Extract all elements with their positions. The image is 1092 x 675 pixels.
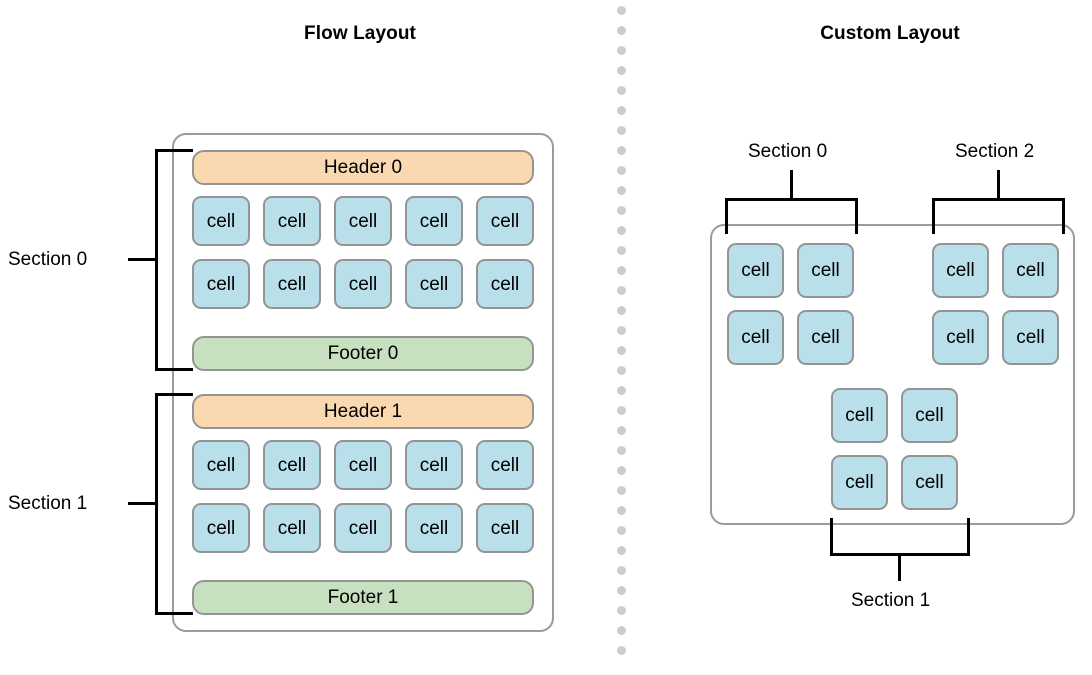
- divider-dot: [617, 306, 626, 315]
- custom-section-1-cell-0-0[interactable]: cell: [831, 388, 888, 443]
- divider-dot: [617, 146, 626, 155]
- divider-dot: [617, 86, 626, 95]
- custom-section-0-cell-1-1[interactable]: cell: [797, 310, 854, 365]
- flow-section-0-cell-0-0[interactable]: cell: [192, 196, 250, 246]
- divider-dot: [617, 646, 626, 655]
- custom-section-0-bracket-top: [725, 198, 858, 201]
- flow-section-0-bracket-top: [155, 149, 193, 152]
- custom-section-0-cell-1-0[interactable]: cell: [727, 310, 784, 365]
- divider-dot: [617, 66, 626, 75]
- divider-dot: [617, 46, 626, 55]
- custom-section-1-cell-0-1[interactable]: cell: [901, 388, 958, 443]
- custom-section-2-cell-0-0[interactable]: cell: [932, 243, 989, 298]
- flow-section-0-header: Header 0: [192, 150, 534, 185]
- divider-dot: [617, 406, 626, 415]
- custom-section-2-cell-0-1[interactable]: cell: [1002, 243, 1059, 298]
- flow-section-0-cell-1-3[interactable]: cell: [405, 259, 463, 309]
- panel-divider-dotted-line: [617, 6, 626, 666]
- divider-dot: [617, 446, 626, 455]
- flow-section-0-cell-0-2[interactable]: cell: [334, 196, 392, 246]
- flow-layout-title: Flow Layout: [304, 23, 416, 44]
- flow-section-1-bracket-bottom: [155, 612, 193, 615]
- flow-section-0-cell-1-0[interactable]: cell: [192, 259, 250, 309]
- custom-section-1-label: Section 1: [851, 590, 931, 611]
- flow-section-0-label: Section 0: [8, 249, 88, 270]
- divider-dot: [617, 606, 626, 615]
- divider-dot: [617, 26, 626, 35]
- custom-layout-title: Custom Layout: [820, 23, 960, 44]
- custom-section-2-bracket-stem: [997, 170, 1000, 199]
- custom-section-2-cell-1-1[interactable]: cell: [1002, 310, 1059, 365]
- flow-section-1-bracket-stem: [128, 502, 158, 505]
- flow-section-0-cell-1-4[interactable]: cell: [476, 259, 534, 309]
- divider-dot: [617, 366, 626, 375]
- divider-dot: [617, 286, 626, 295]
- flow-section-0-bracket-stem: [128, 258, 158, 261]
- divider-dot: [617, 506, 626, 515]
- flow-section-1-footer: Footer 1: [192, 580, 534, 615]
- divider-dot: [617, 526, 626, 535]
- divider-dot: [617, 166, 626, 175]
- custom-section-1-cell-1-1[interactable]: cell: [901, 455, 958, 510]
- flow-section-0-footer: Footer 0: [192, 336, 534, 371]
- flow-section-1-cell-0-0[interactable]: cell: [192, 440, 250, 490]
- divider-dot: [617, 266, 626, 275]
- divider-dot: [617, 386, 626, 395]
- divider-dot: [617, 566, 626, 575]
- divider-dot: [617, 586, 626, 595]
- custom-section-0-bracket-left-leg: [725, 198, 728, 234]
- flow-section-0-cell-0-3[interactable]: cell: [405, 196, 463, 246]
- divider-dot: [617, 6, 626, 15]
- flow-section-0-cell-0-4[interactable]: cell: [476, 196, 534, 246]
- flow-section-1-cell-1-3[interactable]: cell: [405, 503, 463, 553]
- divider-dot: [617, 346, 626, 355]
- custom-section-0-bracket-stem: [790, 170, 793, 199]
- flow-section-1-label: Section 1: [8, 493, 88, 514]
- custom-section-0-cell-0-1[interactable]: cell: [797, 243, 854, 298]
- divider-dot: [617, 326, 626, 335]
- divider-dot: [617, 546, 626, 555]
- custom-section-2-bracket-right-leg: [1062, 198, 1065, 234]
- divider-dot: [617, 126, 626, 135]
- flow-section-1-cell-0-1[interactable]: cell: [263, 440, 321, 490]
- flow-section-1-cell-0-3[interactable]: cell: [405, 440, 463, 490]
- divider-dot: [617, 486, 626, 495]
- flow-section-1-cell-1-0[interactable]: cell: [192, 503, 250, 553]
- flow-section-1-cell-0-4[interactable]: cell: [476, 440, 534, 490]
- custom-section-2-label: Section 2: [955, 141, 1035, 162]
- custom-section-2-cell-1-0[interactable]: cell: [932, 310, 989, 365]
- divider-dot: [617, 186, 626, 195]
- divider-dot: [617, 206, 626, 215]
- flow-section-0-bracket-bottom: [155, 368, 193, 371]
- flow-section-1-cell-0-2[interactable]: cell: [334, 440, 392, 490]
- flow-section-1-cell-1-4[interactable]: cell: [476, 503, 534, 553]
- custom-section-1-bracket-right-leg: [967, 518, 970, 556]
- divider-dot: [617, 106, 626, 115]
- custom-section-1-bracket-stem: [898, 553, 901, 581]
- flow-section-0-cell-1-2[interactable]: cell: [334, 259, 392, 309]
- flow-section-1-bracket-top: [155, 393, 193, 396]
- divider-dot: [617, 626, 626, 635]
- flow-section-1-header: Header 1: [192, 394, 534, 429]
- custom-section-1-bracket-left-leg: [830, 518, 833, 556]
- flow-section-0-cell-0-1[interactable]: cell: [263, 196, 321, 246]
- divider-dot: [617, 246, 626, 255]
- custom-section-0-cell-0-0[interactable]: cell: [727, 243, 784, 298]
- flow-section-1-cell-1-1[interactable]: cell: [263, 503, 321, 553]
- divider-dot: [617, 466, 626, 475]
- custom-section-0-bracket-right-leg: [855, 198, 858, 234]
- custom-section-2-bracket-left-leg: [932, 198, 935, 234]
- custom-section-2-bracket-top: [932, 198, 1065, 201]
- custom-section-0-label: Section 0: [748, 141, 828, 162]
- divider-dot: [617, 426, 626, 435]
- divider-dot: [617, 226, 626, 235]
- flow-section-1-cell-1-2[interactable]: cell: [334, 503, 392, 553]
- flow-section-0-cell-1-1[interactable]: cell: [263, 259, 321, 309]
- custom-section-1-cell-1-0[interactable]: cell: [831, 455, 888, 510]
